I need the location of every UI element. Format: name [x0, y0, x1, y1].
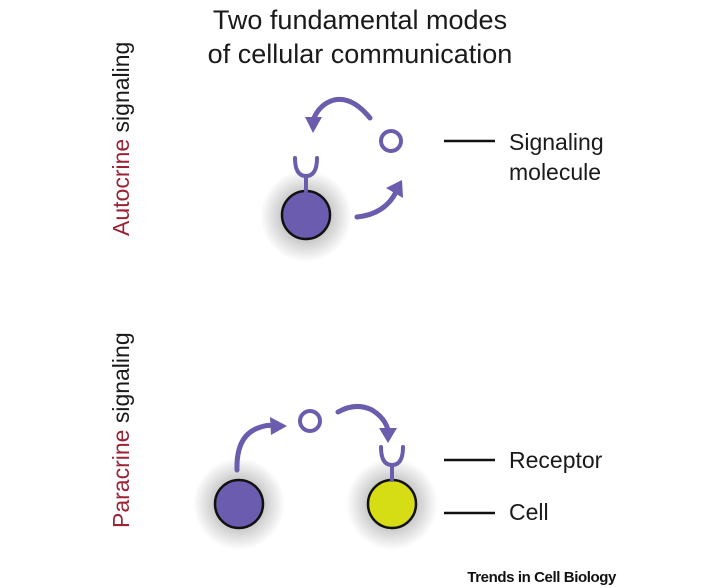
legend-signaling-molecule-line2: molecule [509, 159, 602, 185]
paracrine-release-arrow [234, 417, 287, 473]
paracrine-group [193, 404, 495, 550]
autocrine-return-arrow [305, 96, 373, 133]
title-line-1: Two fundamental modes [212, 5, 508, 35]
paracrine-target-cell [366, 478, 418, 530]
source-credit: Trends in Cell Biology [467, 569, 616, 586]
autocrine-release-arrow [354, 180, 403, 220]
legend-cell: Cell [509, 499, 549, 525]
autocrine-group [260, 96, 495, 262]
legend-receptor: Receptor [509, 447, 603, 473]
autocrine-signaling-molecule [379, 129, 403, 153]
paracrine-receptor [379, 445, 405, 482]
legend-signaling-molecule-line1: Signaling [509, 129, 604, 155]
autocrine-cell [280, 189, 332, 241]
paracrine-delivery-arrow [335, 404, 397, 443]
paracrine-signaling-molecule [298, 409, 322, 433]
title-line-2: of cellular communication [207, 39, 513, 69]
paracrine-sender-cell [213, 478, 265, 530]
legend-signaling-molecule: Signaling molecule [509, 127, 604, 187]
autocrine-receptor [293, 156, 319, 193]
